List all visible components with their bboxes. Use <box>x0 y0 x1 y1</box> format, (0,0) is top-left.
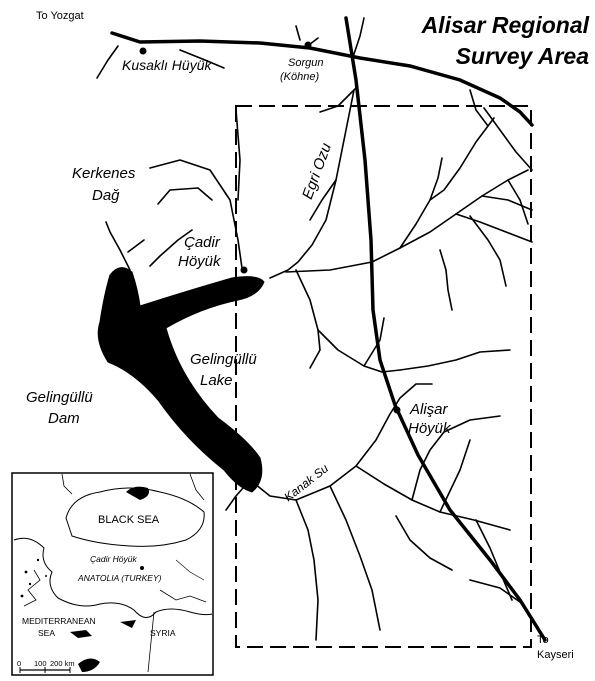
feature-label-kerkenes-1: Kerkenes <box>72 165 136 182</box>
feature-label-lake-2: Lake <box>200 372 233 389</box>
map-title: Alisar Regional Survey Area <box>422 10 589 72</box>
feature-label-dam-1: Gelingüllü <box>26 389 93 406</box>
site-label-cadir-1: Çadir <box>184 234 220 251</box>
site-label-sorgun: Sorgun <box>288 57 324 69</box>
map-title-line2: Survey Area <box>455 43 589 69</box>
road-label-kayseri-to: To <box>537 634 549 646</box>
feature-label-lake-1: Gelingüllü <box>190 351 257 368</box>
map-title-line1: Alisar Regional <box>421 12 589 38</box>
inset-label-syria: SYRIA <box>150 628 176 638</box>
sorgun-marker <box>304 41 312 49</box>
cadir-marker <box>240 266 248 274</box>
inset-label-anatolia: ANATOLIA (TURKEY) <box>78 573 162 583</box>
inset-label-med-1: MEDITERRANEAN <box>22 616 96 626</box>
road-kayseri <box>344 16 547 642</box>
road-yozgat <box>110 31 534 127</box>
site-label-cadir-2: Höyük <box>178 253 221 270</box>
inset-label-black-sea: BLACK SEA <box>98 514 160 526</box>
site-label-kohne: (Köhne) <box>280 71 320 83</box>
site-label-alisar-1: Alişar <box>410 401 448 418</box>
feature-label-dam-2: Dam <box>48 410 80 427</box>
inset-label-cadir: Çadir Höyük <box>90 554 137 564</box>
inset-label-med-2: SEA <box>38 628 56 638</box>
scale-label-0: 0 <box>17 659 22 668</box>
river-network <box>96 17 533 641</box>
road-label-kayseri: Kayseri <box>537 649 574 661</box>
alisar-marker <box>393 406 401 414</box>
scale-label-200: 200 km <box>50 659 75 668</box>
inset-cadir-marker <box>140 566 144 570</box>
kusakli-marker <box>139 47 147 55</box>
feature-label-kerkenes-2: Dağ <box>92 187 120 204</box>
road-label-yozgat: To Yozgat <box>36 10 84 22</box>
site-label-alisar-2: Höyük <box>408 420 451 437</box>
gelingullu-lake <box>97 267 265 493</box>
inset-map <box>11 472 214 676</box>
site-label-kusakli: Kusaklı Hüyük <box>122 57 212 73</box>
survey-area-boundary <box>235 105 532 648</box>
scale-label-100: 100 <box>34 659 47 668</box>
black-sea-shape <box>65 487 205 547</box>
